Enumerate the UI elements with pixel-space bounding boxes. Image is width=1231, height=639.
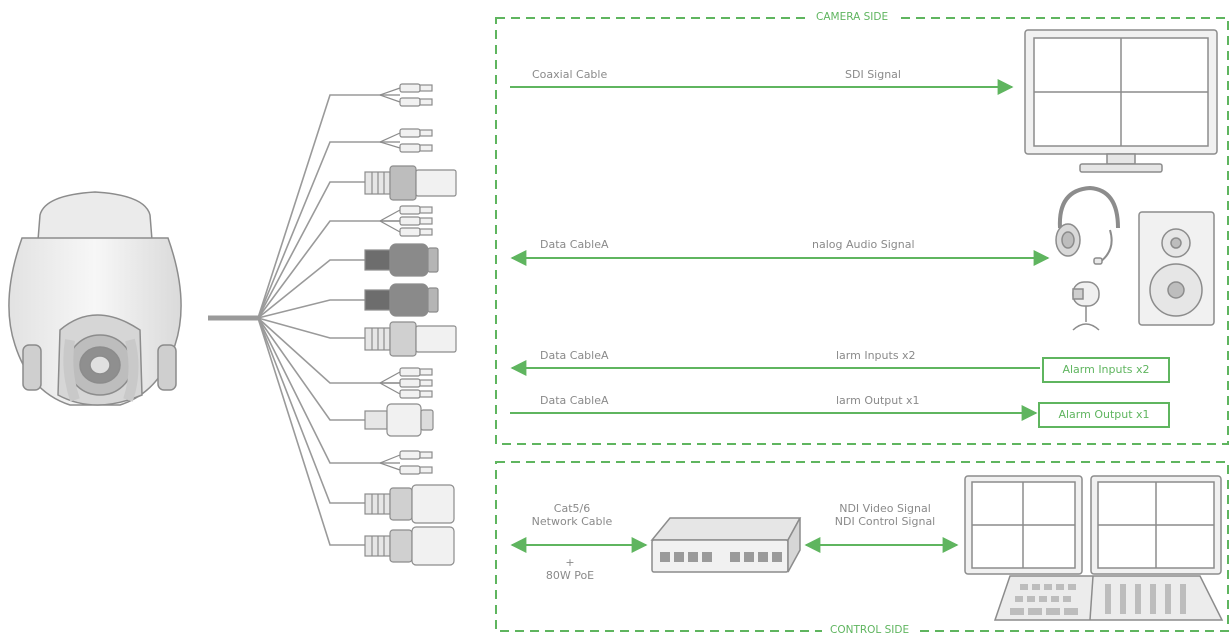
network-switch-icon xyxy=(650,517,802,573)
power-connector-1 xyxy=(364,243,439,277)
pigtail-triple-1 xyxy=(379,205,433,237)
network-cable-label: Cat5/6 Network Cable xyxy=(522,502,622,528)
control-side-title: CONTROL SIDE xyxy=(822,623,918,637)
microphone-icon xyxy=(1072,281,1100,331)
poe-value: 80W PoE xyxy=(545,569,595,582)
network-cable-line1: Cat5/6 xyxy=(553,502,591,515)
dual-monitor-icon xyxy=(964,475,1222,575)
poe-plus: + xyxy=(565,556,575,569)
aviation-connector-2 xyxy=(364,526,455,566)
bnc-connector-2 xyxy=(364,321,457,357)
bnc-connector-1 xyxy=(364,165,457,201)
alarm-out-left-label: Data CableA xyxy=(540,394,609,407)
ptz-camera-icon xyxy=(8,191,182,406)
pigtail-pair-2 xyxy=(379,128,433,153)
network-cable-line2: Network Cable xyxy=(531,515,613,528)
pigtail-pair-1 xyxy=(379,83,433,107)
camera-side-title: CAMERA SIDE xyxy=(808,10,897,24)
sdi-left-label: Coaxial Cable xyxy=(532,68,608,81)
cable-harness-icon xyxy=(208,94,400,546)
audio-left-label: Data CableA xyxy=(540,238,609,251)
ndi-label: NDI Video Signal NDI Control Signal xyxy=(810,502,960,528)
power-connector-2 xyxy=(364,283,439,317)
alarm-inputs-box: Alarm Inputs x2 xyxy=(1042,357,1170,383)
speaker-icon xyxy=(1138,211,1215,326)
sdi-right-label: SDI Signal xyxy=(845,68,901,81)
audio-right-label: nalog Audio Signal xyxy=(812,238,915,251)
pigtail-pair-3 xyxy=(379,450,433,475)
control-console-icon xyxy=(993,575,1224,621)
aviation-connector-1 xyxy=(364,484,455,524)
alarm-out-right-label: larm Output x1 xyxy=(836,394,920,407)
ndi-control-label: NDI Control Signal xyxy=(834,515,936,528)
alarm-in-left-label: Data CableA xyxy=(540,349,609,362)
ndi-video-label: NDI Video Signal xyxy=(839,502,931,515)
poe-label: + 80W PoE xyxy=(530,556,610,582)
monitor-icon xyxy=(1024,29,1218,173)
headset-icon xyxy=(1055,185,1120,265)
rj45-connector xyxy=(364,403,434,437)
alarm-in-right-label: larm Inputs x2 xyxy=(836,349,916,362)
pigtail-triple-2 xyxy=(379,367,433,399)
connector-pigtails xyxy=(364,83,457,566)
alarm-output-box: Alarm Output x1 xyxy=(1038,402,1170,428)
